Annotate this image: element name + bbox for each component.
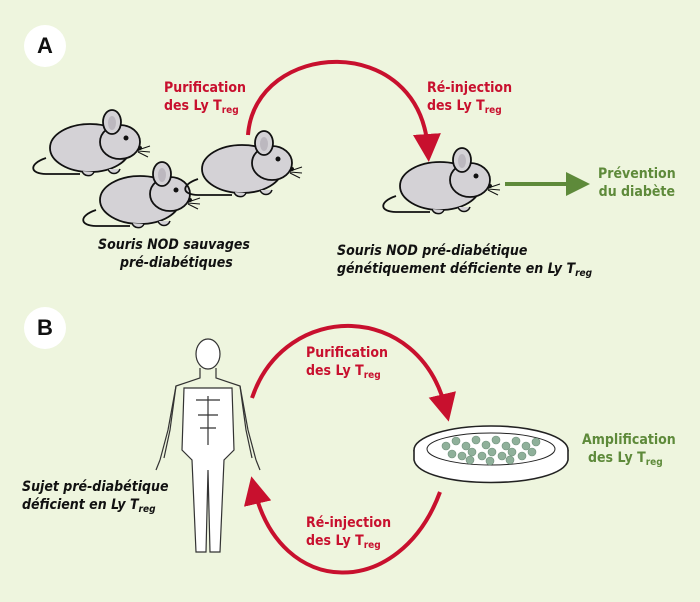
reinjection-label-b: Ré-injection des Ly Treg (306, 515, 392, 551)
wild-mice-caption: Souris NOD sauvages pré-diabétiques (98, 237, 250, 271)
purification-arrow-b (250, 323, 456, 422)
reinjection-arrow-b (243, 476, 442, 575)
donor-mouse (184, 130, 303, 198)
deficient-mouse-caption: Souris NOD pré-diabétique génétiquement … (337, 243, 593, 279)
wild-mouse-1 (32, 109, 151, 177)
human-figure (155, 338, 261, 553)
prevention-label: Prévention du diabète (598, 166, 676, 200)
panel-a-badge: A (24, 25, 66, 67)
subject-caption: Sujet pré-diabétique déficient en Ly Tre… (22, 479, 169, 515)
reinjection-label-a: Ré-injection des Ly Treg (427, 80, 513, 116)
purification-arrow-a (246, 59, 441, 162)
purification-label-a: Purification des Ly Treg (164, 80, 246, 116)
petri-dish (413, 425, 569, 484)
prevention-arrow (566, 172, 590, 196)
panel-b-badge: B (24, 307, 66, 349)
amplification-label: Amplification des Ly Treg (582, 432, 676, 468)
deficient-mouse (382, 147, 501, 215)
purification-label-b: Purification des Ly Treg (306, 345, 388, 381)
